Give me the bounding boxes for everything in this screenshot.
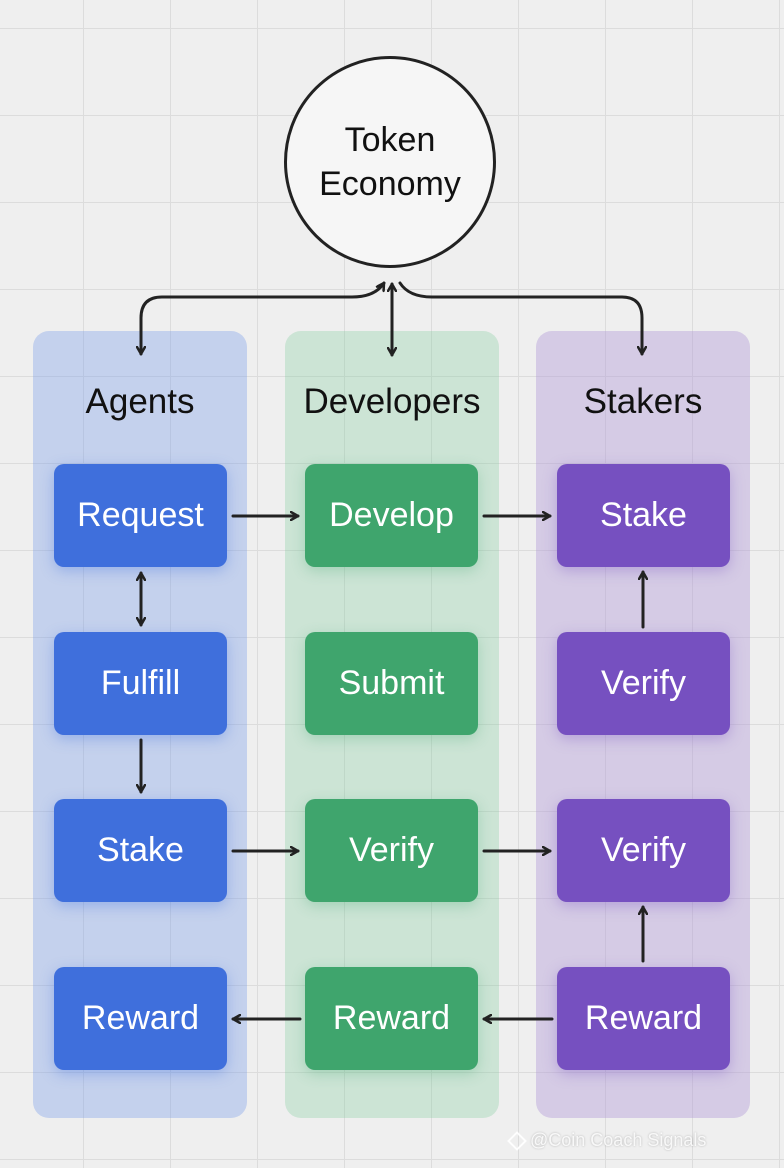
token-economy-hub: Token Economy: [284, 56, 496, 268]
developers-node-reward: Reward: [305, 967, 478, 1070]
hub-label-line1: Token: [344, 121, 436, 159]
watermark-logo-icon: [507, 1130, 527, 1151]
agents-node-request: Request: [54, 464, 227, 567]
stakers-node-reward: Reward: [557, 967, 730, 1070]
agents-node-reward: Reward: [54, 967, 227, 1070]
stakers-node-verify-1: Verify: [557, 632, 730, 735]
hub-label-line2: Economy: [319, 165, 461, 203]
agents-node-fulfill: Fulfill: [54, 632, 227, 735]
agents-node-stake: Stake: [54, 799, 227, 902]
column-title-agents: Agents: [85, 382, 195, 421]
developers-node-develop: Develop: [305, 464, 478, 567]
stakers-node-verify-2: Verify: [557, 799, 730, 902]
watermark: @Coin Coach Signals: [507, 1130, 707, 1151]
column-title-developers: Developers: [303, 382, 481, 421]
stakers-node-stake: Stake: [557, 464, 730, 567]
developers-node-submit: Submit: [305, 632, 478, 735]
column-title-stakers: Stakers: [583, 382, 703, 421]
watermark-text: @Coin Coach Signals: [530, 1130, 707, 1150]
developers-node-verify: Verify: [305, 799, 478, 902]
